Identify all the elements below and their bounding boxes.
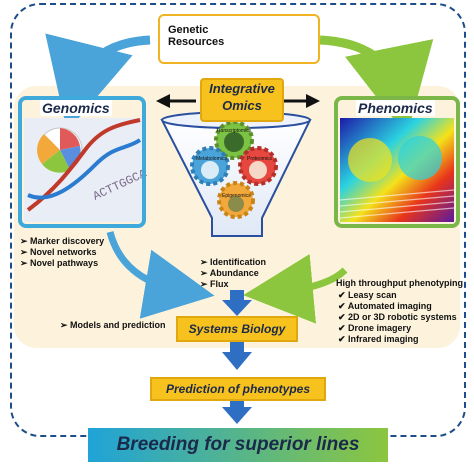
integrative-omics-label: Integrative Omics [209,81,275,113]
arrow-down-to-prediction [222,352,252,370]
funnel-bullet-list: ➢ Identification ➢ Abundance ➢ Flux [200,257,266,290]
gear-label-proteomics: Proteomics [247,156,273,162]
phenomics-to-systems-arrow [243,253,348,324]
genomics-box [18,96,146,228]
prediction-box: Prediction of phenotypes [150,377,326,401]
list-item: ➢ Abundance [200,268,259,278]
gear-proteomics-icon [238,146,278,186]
list-item: ➢ Novel networks [20,247,97,257]
genomics-bullet-list: ➢ Marker discovery ➢ Novel networks ➢ No… [20,236,104,269]
gear-label-epigenomics: Epigenomics [222,193,251,199]
list-item: ➢ Marker discovery [20,236,105,246]
gear-label-transcriptomics: Transcriptomics [216,128,252,134]
genomics-title: Genomics [40,100,112,116]
models-prediction-label: ➢ Models and prediction [60,320,166,330]
curve-arrow-to-phenomics [319,35,434,137]
arrow-down-to-systems [222,300,252,316]
list-item: ➢ Identification [200,257,267,267]
phenomics-title: Phenomics [356,100,435,116]
left-black-arrow [156,94,170,108]
genetic-resources-label: Genetic Resources [168,24,225,48]
gear-transcriptomics-icon [214,120,254,160]
systems-biology-box: Systems Biology [176,316,298,342]
breeding-banner: Breeding for superior lines [88,428,388,462]
list-item: ➢ Flux [200,279,229,289]
right-black-arrow [306,94,320,108]
list-item: ✔ Automated imaging [338,301,432,311]
list-item: ✔ Infrared imaging [338,334,419,344]
list-item: ✔ Drone imagery [338,323,412,333]
list-item: ✔ 2D or 3D robotic systems [338,312,457,322]
genomics-to-systems-arrow [106,231,215,319]
curve-arrow-to-genomics [45,33,151,132]
arrow-down-to-breeding [222,407,252,424]
phenomics-box [334,96,460,228]
gear-epigenomics-icon [217,181,255,219]
gear-metabolomics-icon [190,146,230,186]
genetic-resources-box [158,14,320,64]
phenomics-heading: High throughput phenotyping [336,278,463,288]
list-item: ➢ Novel pathways [20,258,99,268]
gear-label-metabolomics: Metabolomics [196,156,227,162]
integrative-omics-box [200,78,284,122]
list-item: ✔ Leasy scan [338,290,397,300]
phenomics-bullet-list: ✔ Leasy scan ✔ Automated imaging ✔ 2D or… [338,290,457,345]
